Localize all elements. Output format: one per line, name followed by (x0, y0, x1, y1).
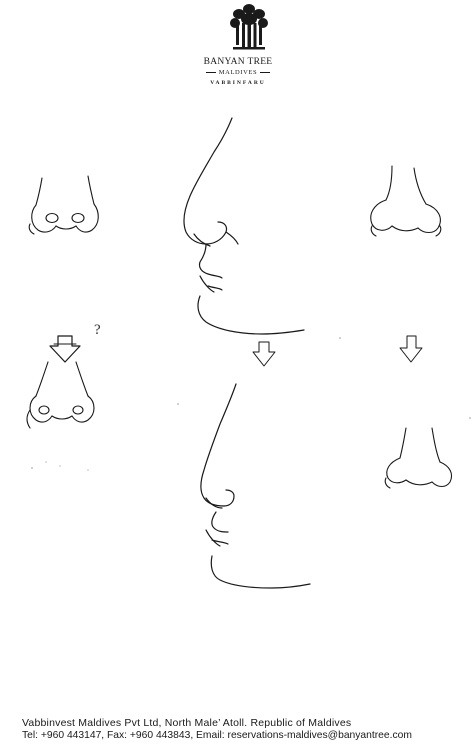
face-profile-bottom (201, 384, 310, 588)
nose-front-top-right (371, 166, 441, 236)
nose-front-wide-top-left (29, 176, 98, 234)
nose-front-refined-bottom-right (385, 428, 451, 488)
footer-contact: Tel: +960 443147, Fax: +960 443843, Emai… (22, 730, 476, 741)
question-mark: ? (94, 322, 101, 339)
footer: Vabbinvest Maldives Pvt Ltd, North Male’… (22, 717, 476, 741)
face-profile-top (184, 118, 304, 334)
paper-specks (31, 337, 471, 470)
down-arrow-icon (50, 336, 80, 362)
down-arrow-icon (400, 336, 422, 362)
footer-address: Vabbinvest Maldives Pvt Ltd, North Male’… (22, 717, 476, 729)
nose-front-narrow-bottom-left (27, 362, 94, 428)
down-arrow-icon (253, 342, 275, 366)
